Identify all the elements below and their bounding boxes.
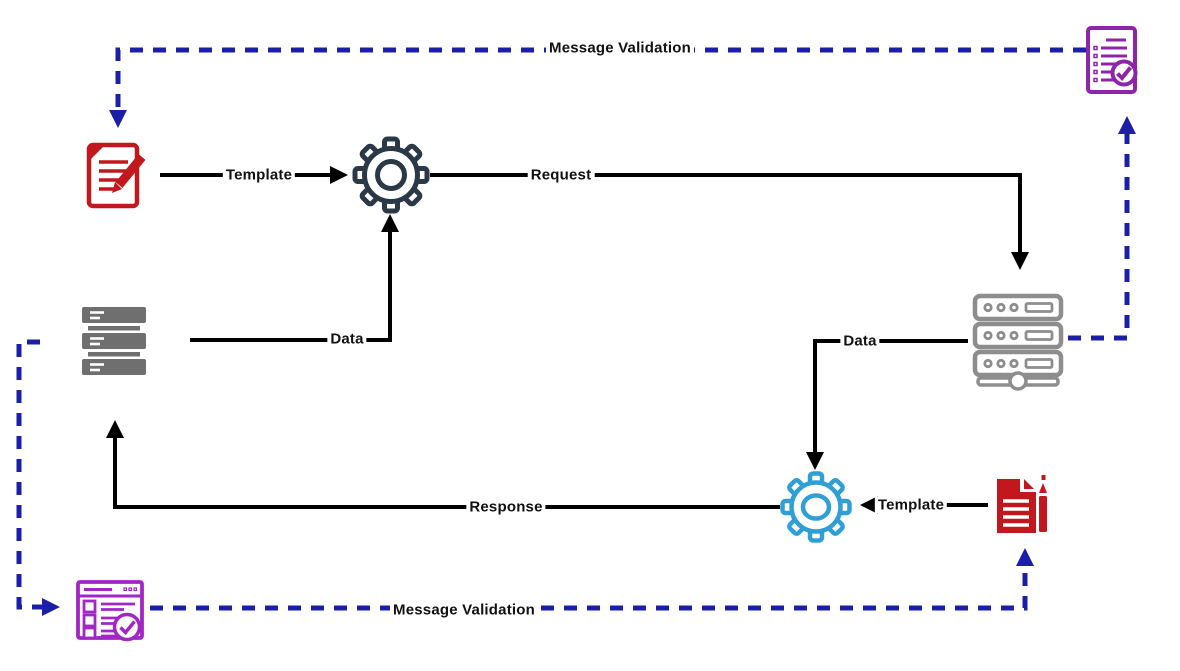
edge-database-to-engine-top [190,214,399,342]
edge-server-rack-to-engine-bottom [806,339,968,470]
checklist-check-icon [1086,26,1138,94]
document-pen-icon [997,475,1047,533]
document-edit-icon [86,142,146,209]
edge-database-to-validation-bottom [16,339,60,616]
gear-icon [352,136,430,214]
edge-label-data-left: Data [327,330,367,348]
edge-label-template-bottom: Template [874,496,948,514]
edge-validation-bottom-to-template-doc-bottom [150,548,1034,611]
edge-label-request: Request [527,166,595,184]
edge-label-response: Response [466,498,546,516]
gear-icon [780,471,852,543]
edge-engine-top-to-server-rack [430,173,1029,270]
edge-label-template-top: Template [222,166,296,184]
server-stack-icon [82,307,146,375]
edge-validation-top-to-template-doc [109,47,1086,128]
checklist-window-icon [76,580,144,642]
edge-engine-bottom-to-database [106,420,780,509]
edge-label-data-right: Data [840,332,880,350]
server-rack-icon [972,293,1064,391]
edge-server-rack-to-validation-top [1068,116,1136,341]
edge-label-message-validation-top: Message Validation [546,39,694,57]
edge-label-message-validation-bottom: Message Validation [390,601,538,619]
